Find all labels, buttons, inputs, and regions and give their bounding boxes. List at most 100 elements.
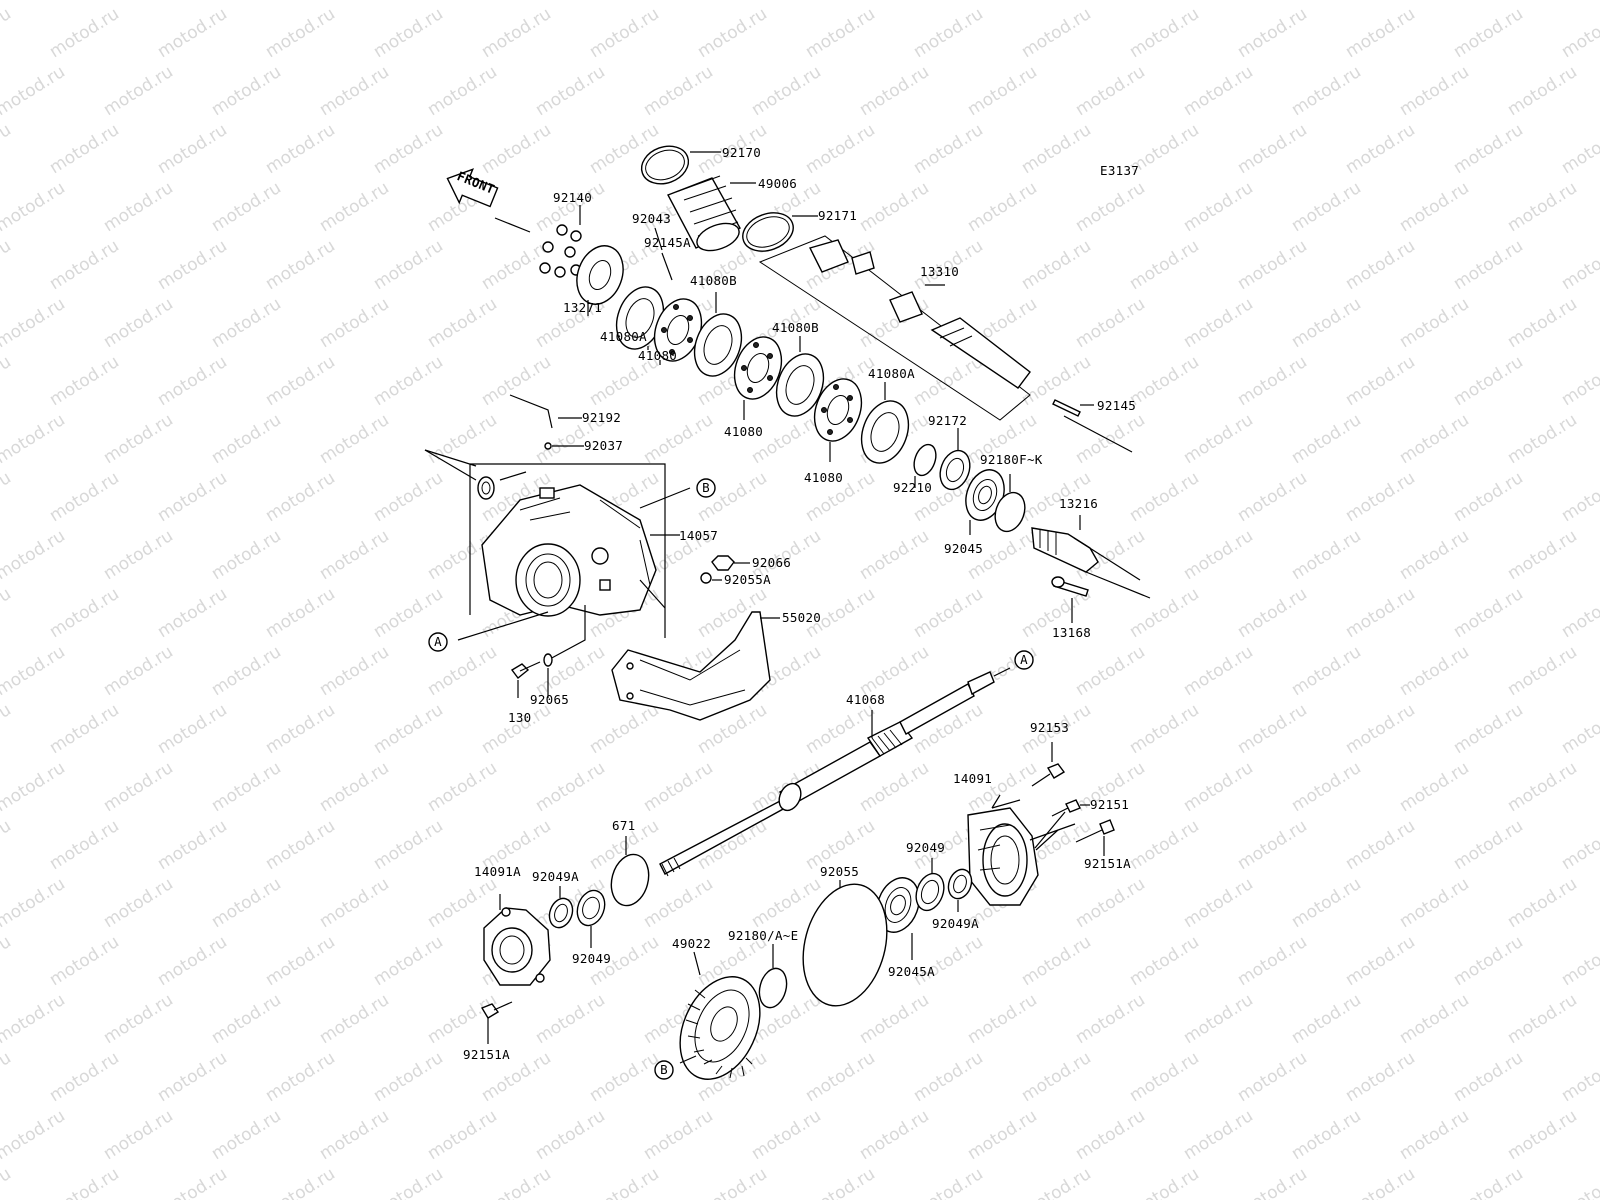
part-label: 14091A <box>474 864 521 879</box>
watermark-text: motod.ru <box>370 1164 447 1200</box>
watermark-text: motod.ru <box>0 468 15 526</box>
watermark-text: motod.ru <box>1126 932 1203 990</box>
watermark-text: motod.ru <box>262 4 339 62</box>
watermark-text: motod.ru <box>856 1106 933 1164</box>
watermark-text: motod.ru <box>1342 120 1419 178</box>
watermark-text: motod.ru <box>1288 410 1365 468</box>
watermark-text: motod.ru <box>1126 816 1203 874</box>
watermark-text: motod.ru <box>1504 1106 1581 1164</box>
watermark-text: motod.ru <box>1234 352 1311 410</box>
watermark-text: motod.ru <box>262 932 339 990</box>
watermark-text: motod.ru <box>532 758 609 816</box>
part-label: 92049A <box>532 869 579 884</box>
watermark-text: motod.ru <box>46 932 123 990</box>
watermark-text: motod.ru <box>1342 468 1419 526</box>
part-label: 92055 <box>820 864 859 879</box>
watermark-text: motod.ru <box>370 352 447 410</box>
watermark-text: motod.ru <box>1504 62 1581 120</box>
part-label: 92170 <box>722 145 761 160</box>
watermark-text: motod.ru <box>1180 526 1257 584</box>
watermark-text: motod.ru <box>0 874 69 932</box>
bolt-92153 <box>1031 763 1066 787</box>
part-label: 14091 <box>953 771 992 786</box>
watermark-text: motod.ru <box>0 1106 69 1164</box>
watermark-text: motod.ru <box>1450 1048 1527 1106</box>
watermark-text: motod.ru <box>1180 1106 1257 1164</box>
watermark-text: motod.ru <box>46 1048 123 1106</box>
part-label: 92049A <box>932 916 979 931</box>
watermark-text: motod.ru <box>1180 758 1257 816</box>
watermark-text: motod.ru <box>154 120 231 178</box>
part-label: 92151A <box>1084 856 1131 871</box>
watermark-text: motod.ru <box>964 178 1041 236</box>
watermark-text: motod.ru <box>1396 178 1473 236</box>
watermark-text: motod.ru <box>0 584 15 642</box>
watermark-text: motod.ru <box>100 874 177 932</box>
watermark-text: motod.ru <box>1180 62 1257 120</box>
part-label: 92045A <box>888 964 935 979</box>
watermark-text: motod.ru <box>208 178 285 236</box>
watermark-text: motod.ru <box>640 758 717 816</box>
watermark-text: motod.ru <box>1072 294 1149 352</box>
watermark-text: motod.ru <box>370 236 447 294</box>
watermark-text: motod.ru <box>262 1164 339 1200</box>
watermark-text: motod.ru <box>1126 352 1203 410</box>
watermark-text: motod.ru <box>1558 1048 1600 1106</box>
watermark-text: motod.ru <box>910 584 987 642</box>
watermark-text: motod.ru <box>1126 468 1203 526</box>
watermark-text: motod.ru <box>100 178 177 236</box>
watermark-text: motod.ru <box>262 1048 339 1106</box>
part-label: 13271 <box>563 300 602 315</box>
plug-92066 <box>711 555 735 571</box>
watermark-text: motod.ru <box>100 410 177 468</box>
cam-plate-13271 <box>576 245 624 305</box>
watermark-text: motod.ru <box>478 4 555 62</box>
watermark-text: motod.ru <box>478 120 555 178</box>
watermark-text: motod.ru <box>910 120 987 178</box>
part-label: 55020 <box>782 610 821 625</box>
part-label: 92043 <box>632 211 671 226</box>
watermark-text: motod.ru <box>748 410 825 468</box>
watermark-text: motod.ru <box>964 758 1041 816</box>
watermark-text: motod.ru <box>1342 816 1419 874</box>
watermark-text: motod.ru <box>1450 120 1527 178</box>
diagram-code: E3137 <box>1100 163 1139 178</box>
ring-gear-49022 <box>679 976 761 1080</box>
part-label: 92210 <box>893 480 932 495</box>
part-label: 92037 <box>584 438 623 453</box>
watermark-text: motod.ru <box>1396 62 1473 120</box>
watermark-text: motod.ru <box>262 236 339 294</box>
watermark-text: motod.ru <box>1396 1106 1473 1164</box>
watermark-text: motod.ru <box>1396 990 1473 1048</box>
watermark-text: motod.ru <box>910 4 987 62</box>
part-label: 41080 <box>638 348 677 363</box>
seal-small <box>477 471 527 500</box>
watermark-text: motod.ru <box>1450 816 1527 874</box>
watermark-text: motod.ru <box>46 816 123 874</box>
watermark-text: motod.ru <box>1288 990 1365 1048</box>
watermark-text: motod.ru <box>856 62 933 120</box>
watermark-text: motod.ru <box>856 990 933 1048</box>
watermark-text: motod.ru <box>154 352 231 410</box>
watermark-text: motod.ru <box>1180 294 1257 352</box>
part-label: 92055A <box>724 572 771 587</box>
watermark-text: motod.ru <box>208 990 285 1048</box>
watermark-text: motod.ru <box>1234 1048 1311 1106</box>
watermark-text: motod.ru <box>262 468 339 526</box>
watermark-text: motod.ru <box>208 642 285 700</box>
watermark-text: motod.ru <box>1018 4 1095 62</box>
watermark-text: motod.ru <box>46 468 123 526</box>
clamp-92170 <box>640 145 690 185</box>
watermark-text: motod.ru <box>1504 874 1581 932</box>
watermark-text: motod.ru <box>1288 526 1365 584</box>
watermark-text: motod.ru <box>1450 4 1527 62</box>
watermark-text: motod.ru <box>640 62 717 120</box>
watermark-text: motod.ru <box>0 120 15 178</box>
watermark-text: motod.ru <box>910 1048 987 1106</box>
watermark-text: motod.ru <box>424 294 501 352</box>
watermark-text: motod.ru <box>0 4 15 62</box>
watermark-text: motod.ru <box>1342 584 1419 642</box>
watermark-text: motod.ru <box>532 990 609 1048</box>
part-label: 92049 <box>572 951 611 966</box>
